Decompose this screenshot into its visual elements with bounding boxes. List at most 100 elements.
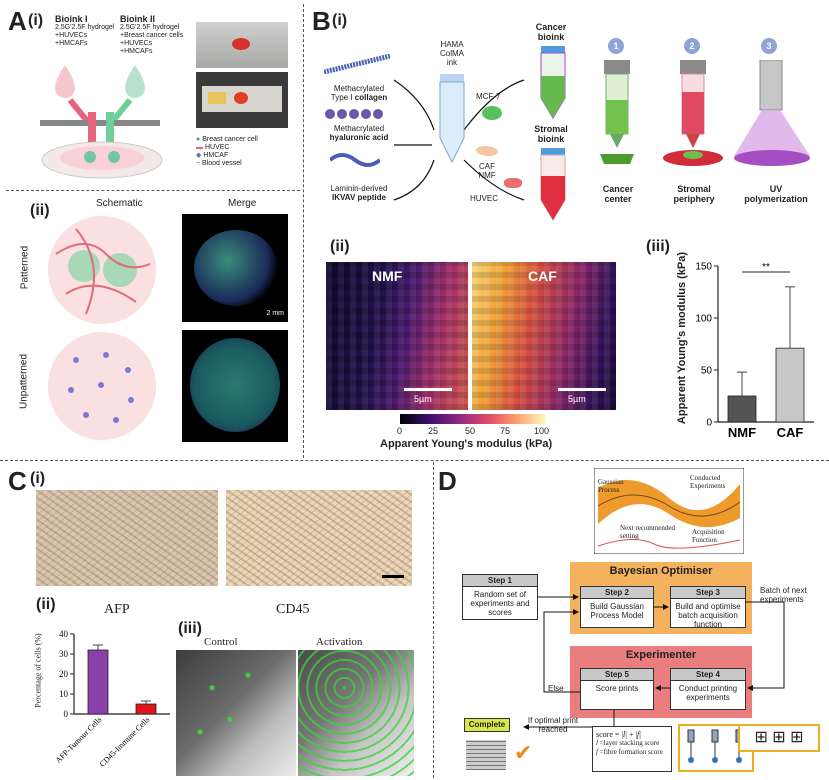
- gp-acq-label: Acquisition Function: [692, 528, 725, 544]
- legend-a: ● Breast cancer cell ▬ HUVEC ◆ HMCAF ~ B…: [196, 136, 258, 168]
- colorbar-label: Apparent Young's modulus (kPa): [380, 438, 553, 450]
- bioprinting-schematic: [40, 65, 163, 179]
- cancer-bioink-label: Cancer bioink: [535, 22, 567, 42]
- caf-nmf-label: CAF NMF: [478, 162, 496, 180]
- cancer-cell-icon: ●: [196, 136, 201, 143]
- ink-tube: [439, 74, 465, 164]
- micrograph-activation: [298, 650, 414, 776]
- panel-c-sub-i: (i): [30, 470, 46, 487]
- col-merge: Merge: [228, 198, 257, 209]
- grid-pattern-icon: ⊞: [790, 729, 804, 746]
- bioink-2-line: +Breast cancer cells: [120, 32, 184, 39]
- huvec-cell-icon: [504, 178, 522, 188]
- panel-a-sub-ii: (ii): [30, 202, 50, 219]
- photo-sample-bottom: [234, 92, 248, 104]
- heatmap-caf-texture: [472, 262, 616, 410]
- bioink-2-line: +HUVECs: [120, 40, 153, 47]
- photo-label: [208, 92, 226, 104]
- step-2-badge: 2: [684, 38, 700, 54]
- huvec-icon: ▬: [196, 144, 203, 151]
- ikvav-icon: [330, 153, 380, 167]
- divider-ab: [303, 4, 304, 458]
- panel-b-sub-iii: (iii): [646, 238, 670, 255]
- batch-label: Batch of next experiments: [760, 586, 807, 604]
- y-tick-label: 100: [695, 314, 712, 325]
- step-1-printer: [600, 60, 634, 164]
- schematic-unpatterned: [48, 332, 156, 440]
- colorbar-tick: 0: [397, 426, 403, 436]
- stromal-bioink-label: Stromal bioink: [534, 124, 568, 144]
- photo-print-top: [196, 22, 288, 68]
- panel-a-letter: A: [8, 6, 27, 36]
- step-2-label: Stromal periphery: [673, 184, 715, 204]
- grid-pattern-icon: ⊞: [772, 729, 786, 746]
- y-tick-label: 30: [59, 649, 69, 659]
- afp-title: AFP: [104, 602, 130, 617]
- step-4-box: Step 4 Conduct printing experiments: [670, 668, 746, 710]
- panel-c-sub-ii: (ii): [36, 596, 56, 613]
- panel-a: A (i) Bioink I 2.5G'2.5F hydrogel +HUVEC…: [0, 0, 303, 460]
- flow-arrows: [393, 79, 525, 201]
- scale-label-nmf: 5µm: [414, 394, 432, 404]
- panel-c-sub-iii: (iii): [178, 620, 202, 637]
- mcf7-label: MCF-7: [476, 92, 501, 101]
- checkmark-icon: ✔: [514, 740, 533, 765]
- colorbar-tick: 75: [500, 426, 511, 436]
- micrograph-control: [176, 650, 296, 776]
- bar: [727, 395, 757, 423]
- heatmap-nmf-title: NMF: [372, 268, 403, 284]
- pattern-icons: ⊞ ⊞ ⊞: [738, 724, 820, 752]
- material-hyaluronic: Methacrylated hyaluronic acid: [329, 124, 389, 142]
- heatmap-caf-title: CAF: [528, 268, 557, 284]
- divider-a: [6, 190, 300, 191]
- complete-button: Complete: [464, 718, 510, 732]
- score-box: score = |l| + |f| l =layer stacking scor…: [592, 726, 672, 772]
- step-1-badge: 1: [608, 38, 624, 54]
- step-2-box: Step 2 Build Gaussian Process Model: [580, 586, 654, 628]
- score-formula: score = |l| + |f|: [596, 730, 641, 739]
- panel-b-letter: B: [312, 6, 331, 36]
- ink-label: HAMA ColMA ink: [439, 40, 464, 67]
- merge-patterned: 2 mm: [182, 214, 288, 322]
- photo-sample-top: [232, 38, 250, 50]
- y-tick-label: 10: [59, 689, 69, 699]
- merge-blob: [194, 230, 278, 306]
- bioink-2-line: 2.5G'2.5F hydrogel: [120, 24, 180, 31]
- grid-pattern-icon: ⊞: [754, 729, 768, 746]
- hyaluronic-icon: [325, 109, 383, 119]
- bioink-1-line: 2.5G'2.5F hydrogel: [55, 24, 115, 31]
- y-tick-label: 40: [59, 629, 69, 639]
- step-5-box: Step 5 Score prints: [580, 668, 654, 710]
- scale-2mm: 2 mm: [266, 310, 285, 317]
- panel-b-sub-ii: (ii): [330, 238, 350, 255]
- collagen-icon: [324, 54, 390, 74]
- legend-item-vessel: ~ Blood vessel: [196, 160, 242, 167]
- scale-label-caf: 5µm: [568, 394, 586, 404]
- step-1-box: Step 1 Random set of experiments and sco…: [462, 574, 538, 620]
- bioink-2: Bioink II 2.5G'2.5F hydrogel +Breast can…: [120, 14, 183, 56]
- category-label: CAF: [777, 425, 804, 440]
- legend-item-huvec: ▬ HUVEC: [196, 144, 230, 151]
- gp-process-label: Gaussian Process: [598, 478, 624, 494]
- gp-conducted-label: Conducted Experiments: [690, 474, 726, 490]
- step-3-uv: [734, 60, 810, 166]
- histology-right: [226, 490, 412, 586]
- step-3-label: UV polymerization: [744, 184, 808, 204]
- activation-label: Activation: [316, 636, 363, 648]
- experimenter-title: Experimenter: [625, 649, 697, 661]
- bar: [87, 649, 109, 715]
- colorbar-tick: 25: [428, 426, 439, 436]
- legend-item-hmcaf: ◆ HMCAF: [196, 152, 229, 159]
- panel-c: C (i) (ii) AFP (iii) CD45 Percentage of …: [0, 462, 433, 780]
- heatmap-nmf-texture: [326, 262, 468, 410]
- y-tick-label: 0: [64, 709, 69, 719]
- heatmap-nmf: NMF 5µm: [326, 262, 468, 410]
- mcf7-cell-icon: [482, 106, 502, 120]
- row-unpatterned: Unpatterned: [18, 353, 30, 410]
- step-3-badge: 3: [761, 38, 777, 54]
- bar: [135, 703, 157, 715]
- gaussian-process-plot: [594, 468, 744, 554]
- control-label: Control: [204, 636, 238, 648]
